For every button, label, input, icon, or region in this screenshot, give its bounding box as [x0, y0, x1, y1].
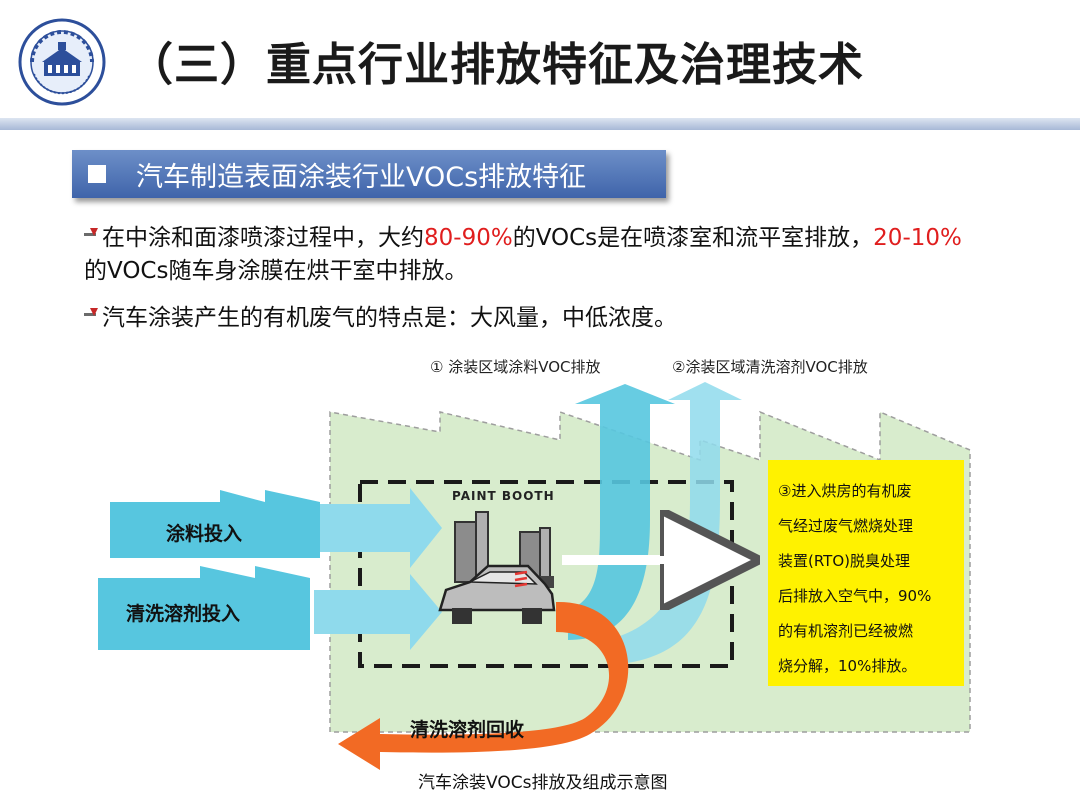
section-heading: 汽车制造表面涂装行业VOCs排放特征 [72, 150, 666, 198]
spray-icon [514, 570, 528, 588]
input-arrow-1 [320, 488, 442, 568]
square-bullet-icon [88, 165, 106, 183]
input-solvent-label: 清洗溶剂投入 [126, 602, 240, 625]
section-heading-text: 汽车制造表面涂装行业VOCs排放特征 [136, 161, 587, 193]
exhaust-arrow-1 [568, 384, 675, 640]
note-line-5: 的有机溶剂已经被燃 [778, 622, 913, 640]
emission-label-1: ① 涂装区域涂料VOC排放 [430, 358, 601, 376]
input-solvent-shape [98, 566, 310, 650]
note-line-6: 烧分解，10%排放。 [778, 657, 916, 675]
bullet-1-text-a: 在中涂和面漆喷漆过程中，大约 [102, 225, 424, 251]
bullet-2-text: 汽车涂装产生的有机废气的特点是：大风量，中低浓度。 [102, 305, 677, 331]
bullet-1-highlight-1: 80-90% [424, 225, 513, 251]
bullet-arrow-icon [84, 227, 98, 247]
rto-note-text: ③进入烘房的有机废 气经过废气燃烧处理 装置(RTO)脱臭处理 后排放入空气中，… [778, 482, 931, 675]
recycle-label: 清洗溶剂回收 [410, 718, 524, 741]
bullet-list: 在中涂和面漆喷漆过程中，大约80-90%的VOCs是在喷漆室和流平室排放，20-… [84, 222, 984, 349]
title-underline-bar [0, 118, 1080, 130]
emission-label-2: ②涂装区域清洗溶剂VOC排放 [672, 358, 868, 376]
rto-note-box [768, 460, 964, 686]
paint-booth-label: PAINT BOOTH [452, 489, 555, 503]
bullet-1-text-b: 的VOCs是在喷漆室和流平室排放， [512, 225, 874, 251]
solvent-recycle-arrow [338, 601, 629, 770]
page-title: （三）重点行业排放特征及治理技术 [128, 38, 865, 91]
diagram-caption: 汽车涂装VOCs排放及组成示意图 [418, 773, 667, 793]
bullet-arrow-icon [84, 307, 98, 327]
bullet-item-2: 汽车涂装产生的有机废气的特点是：大风量，中低浓度。 [84, 302, 984, 335]
bullet-1-text-c: 的VOCs随车身涂膜在烘干室中排放。 [84, 258, 468, 284]
bullet-item-1: 在中涂和面漆喷漆过程中，大约80-90%的VOCs是在喷漆室和流平室排放，20-… [84, 222, 984, 288]
input-coating-label: 涂料投入 [166, 522, 242, 545]
note-line-4: 后排放入空气中，90% [778, 587, 931, 605]
university-logo [18, 18, 106, 106]
bullet-1-highlight-2: 20-10% [873, 225, 962, 251]
note-line-1: ③进入烘房的有机废 [778, 482, 911, 500]
input-arrow-2 [314, 574, 442, 650]
input-coating-shape [110, 490, 320, 558]
note-line-3: 装置(RTO)脱臭处理 [778, 552, 910, 570]
note-line-2: 气经过废气燃烧处理 [778, 517, 913, 535]
